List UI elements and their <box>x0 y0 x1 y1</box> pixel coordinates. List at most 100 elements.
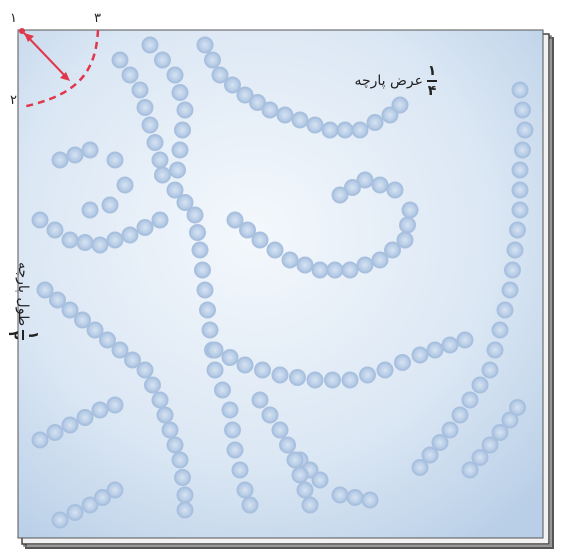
dashed-fold-arc <box>21 29 100 109</box>
bead <box>376 361 394 379</box>
bead <box>161 421 179 439</box>
bead <box>156 406 174 424</box>
bead <box>151 211 169 229</box>
bead <box>426 341 444 359</box>
bead <box>106 231 124 249</box>
bead <box>224 76 241 94</box>
bead <box>421 446 439 464</box>
bead <box>101 196 119 214</box>
arrowhead-end <box>60 72 70 81</box>
bead <box>196 36 214 54</box>
bead <box>176 501 194 519</box>
bead <box>514 141 531 159</box>
bead <box>301 496 319 514</box>
bead <box>456 331 474 349</box>
bead <box>51 151 69 169</box>
bead <box>341 371 359 389</box>
bead <box>66 146 84 164</box>
bead <box>384 241 401 259</box>
bead <box>481 361 499 379</box>
bead <box>394 354 411 371</box>
bead <box>481 436 499 454</box>
bead <box>46 424 64 441</box>
bead <box>441 336 459 354</box>
bead <box>461 461 479 479</box>
bead <box>396 231 414 249</box>
bead <box>266 241 284 259</box>
bead <box>346 489 364 506</box>
bead <box>254 361 271 379</box>
bead <box>514 101 531 119</box>
bead <box>236 481 254 499</box>
length-label-text: طول پارچه <box>15 262 31 327</box>
bead <box>236 86 254 104</box>
bead <box>211 66 229 84</box>
bead <box>226 211 244 229</box>
bead <box>401 201 419 219</box>
bead <box>516 121 534 139</box>
bead <box>356 171 374 189</box>
bead <box>249 94 266 111</box>
bead <box>189 224 206 241</box>
bead <box>154 166 171 184</box>
bead <box>431 434 449 451</box>
bead <box>36 281 54 299</box>
bead <box>276 106 294 124</box>
bead <box>196 281 214 299</box>
bead <box>81 141 99 159</box>
bead <box>511 161 529 179</box>
corner-label-1: ۱ <box>10 11 17 26</box>
bead <box>204 51 221 69</box>
bead <box>61 231 79 249</box>
bead <box>509 399 526 416</box>
bead <box>94 489 111 506</box>
bead <box>224 421 241 439</box>
bead <box>359 366 376 384</box>
bead <box>121 226 139 244</box>
bead <box>171 141 189 159</box>
width-quarter-label: ۱ ۴ عرض پارچه <box>354 64 437 98</box>
bead <box>116 176 134 194</box>
bead <box>86 321 104 339</box>
bead <box>176 486 194 504</box>
bead <box>81 496 99 514</box>
bead <box>331 186 349 204</box>
bead <box>326 261 344 279</box>
bead <box>176 194 194 211</box>
bead <box>176 101 194 119</box>
bead <box>91 401 109 419</box>
bead <box>371 251 389 269</box>
bead <box>341 261 359 279</box>
bead <box>169 161 186 179</box>
double-arrow-line <box>23 32 69 80</box>
bead <box>136 219 154 236</box>
bead <box>31 211 49 229</box>
bead <box>506 241 524 259</box>
bead <box>49 291 66 309</box>
bead <box>106 481 124 499</box>
bead <box>451 406 469 424</box>
length-fraction: ۱ ۲ <box>5 330 41 341</box>
arrowhead-start <box>24 33 34 42</box>
bead <box>146 134 164 151</box>
bead <box>121 66 139 84</box>
bead <box>286 451 304 469</box>
bead <box>166 181 184 199</box>
bead <box>471 449 489 466</box>
bead <box>306 116 324 134</box>
bead <box>66 504 84 521</box>
width-fraction: ۱ ۴ <box>427 63 437 99</box>
bead <box>239 221 256 239</box>
corner-label-3: ۳ <box>94 11 101 26</box>
bead <box>151 391 169 409</box>
bead <box>76 409 94 426</box>
bead <box>321 121 339 139</box>
bead <box>136 361 154 379</box>
bead <box>171 451 189 469</box>
bead <box>291 466 309 484</box>
bead <box>51 511 69 529</box>
bead <box>231 461 249 479</box>
bead <box>81 201 99 219</box>
corner-point-1 <box>19 28 25 34</box>
bead <box>501 411 519 429</box>
